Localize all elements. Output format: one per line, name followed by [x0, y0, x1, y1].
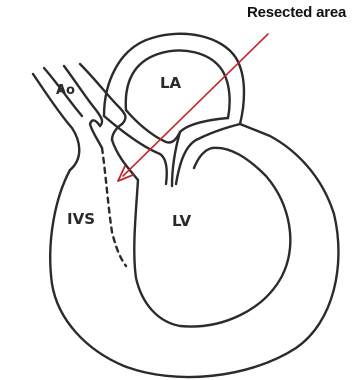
- label-aorta: Ao: [56, 83, 75, 98]
- resected-area-callout-label: Resected area: [247, 4, 346, 21]
- heart-outer-contour: [50, 124, 338, 377]
- label-interventricular-septum: IVS: [67, 210, 95, 228]
- resected-septum-dashed-line: [102, 148, 126, 266]
- label-left-atrium: LA: [160, 74, 182, 92]
- left-ventricle-inner-wall: [112, 140, 290, 327]
- label-left-ventricle: LV: [172, 212, 191, 230]
- resected-area-arrow-shaft: [123, 34, 268, 176]
- aorta-wall-right-outer: [80, 64, 125, 124]
- mitral-leaflet-outer: [104, 116, 167, 184]
- atrial-wall-right-lower: [176, 124, 240, 184]
- left-atrium-floor: [126, 110, 228, 143]
- aortic-valve-cusp: [90, 120, 102, 148]
